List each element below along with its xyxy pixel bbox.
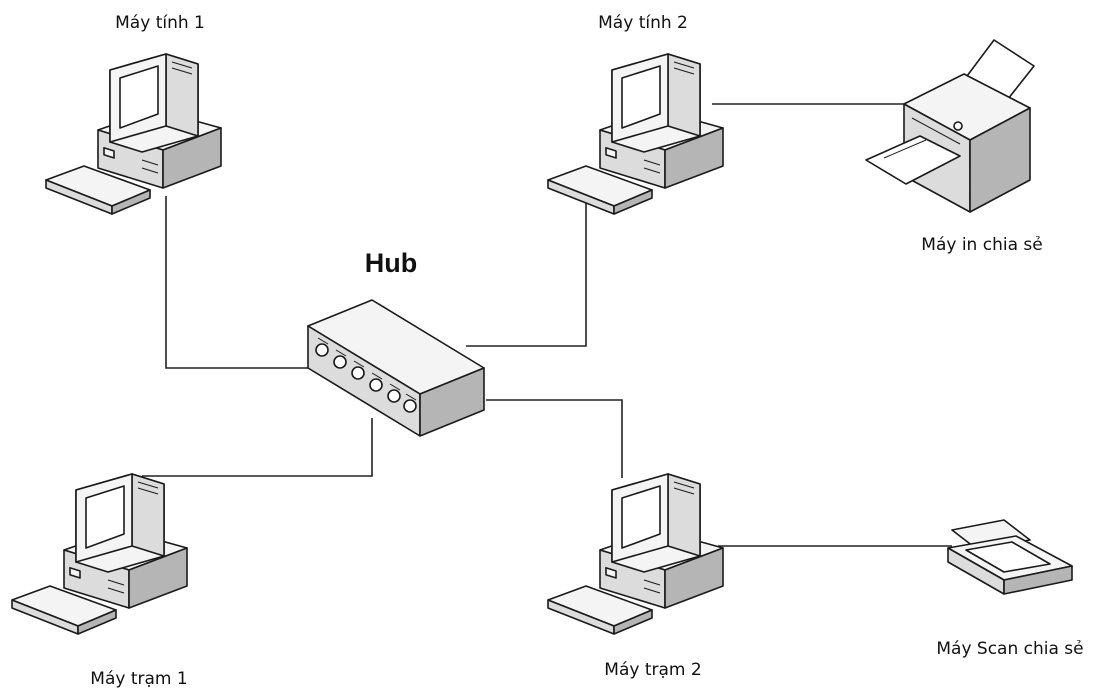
link-hub-workstation1 [142,418,373,477]
workstation1-label: Máy trạm 1 [90,669,187,689]
hub-label: Hub [365,248,417,278]
computer-icon [547,473,724,635]
computer2-label: Máy tính 2 [598,13,688,33]
workstation2-label: Máy trạm 2 [604,660,701,680]
computer-icon [11,473,188,635]
scanner-icon [947,519,1073,595]
computer-icon [547,53,724,215]
link-hub-workstation2 [486,399,623,478]
computer-icon [45,53,222,215]
connection-lines [142,103,952,547]
printer-icon [865,39,1035,213]
scanner-label: Máy Scan chia sẻ [936,639,1083,659]
link-computer2-hub [466,200,587,347]
hub-icon [307,299,485,437]
computer1-label: Máy tính 1 [115,13,205,33]
link-computer1-hub [165,196,308,369]
printer-label: Máy in chia sẻ [921,235,1042,255]
